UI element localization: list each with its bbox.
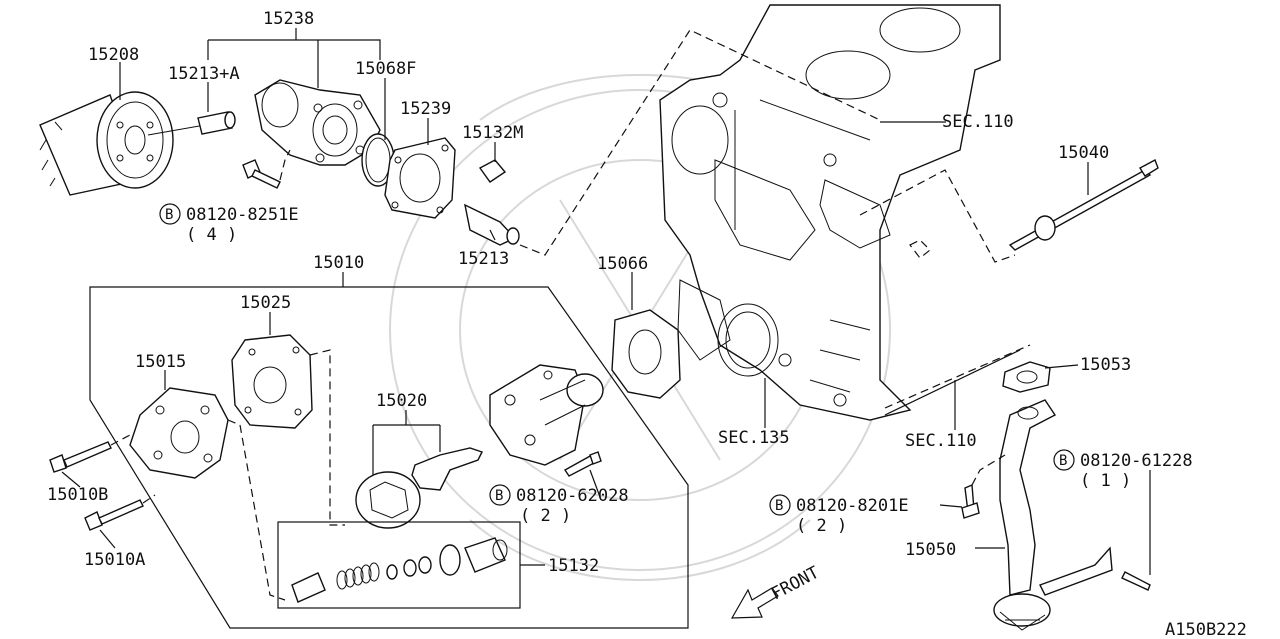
label-15239: 15239: [400, 99, 451, 119]
label-bolt-62028-qty: ( 2 ): [520, 506, 571, 526]
label-15053: 15053: [1080, 355, 1131, 375]
label-15015: 15015: [135, 352, 186, 372]
oil-strainer: [993, 399, 1113, 631]
pump-cover: [129, 387, 229, 479]
label-front: FRONT: [768, 563, 823, 605]
dipstick: [1008, 159, 1159, 251]
label-15068f: 15068F: [355, 59, 416, 79]
oil-filter: [39, 91, 174, 196]
label-bolt-8251e-qty: ( 4 ): [186, 225, 237, 245]
label-15213: 15213: [458, 249, 509, 269]
label-15238: 15238: [263, 9, 314, 29]
pump-gasket: [231, 334, 313, 429]
label-bolt-61228-qty: ( 1 ): [1080, 471, 1131, 491]
bolt-mark: B: [495, 488, 503, 504]
label-15213a: 15213+A: [168, 64, 240, 84]
bolt-mark: B: [775, 498, 783, 514]
gasket-15066: [611, 309, 681, 399]
label-bolt-8201e: 08120-8201E: [796, 496, 909, 516]
bolt-mark: B: [165, 207, 173, 223]
label-15020: 15020: [376, 391, 427, 411]
leader-lines: [61, 28, 1151, 575]
label-15010b: 15010B: [47, 485, 108, 505]
filter-bracket: [254, 79, 381, 166]
label-sec110-top: SEC.110: [942, 112, 1014, 132]
label-15208: 15208: [88, 45, 139, 65]
label-15132m: 15132M: [462, 123, 523, 143]
pump-rotors: [355, 447, 483, 529]
bolt-mark: B: [1059, 453, 1067, 469]
connector-nipple-a: [197, 111, 236, 135]
label-15066: 15066: [597, 254, 648, 274]
label-bolt-8201e-qty: ( 2 ): [796, 516, 847, 536]
label-15010: 15010: [313, 253, 364, 273]
label-bolt-8251e: 08120-8251E: [186, 205, 299, 225]
bolt-symbols: [159, 203, 1075, 516]
bolt-8251e: [242, 159, 281, 189]
label-sec135: SEC.135: [718, 428, 790, 448]
label-15010a: 15010A: [84, 550, 145, 570]
bolt-15010b: [49, 441, 112, 473]
bolt-15010a: [84, 499, 144, 531]
relief-valve-small: [478, 159, 507, 183]
connector-15213: [464, 203, 520, 246]
relief-valve-parts: [291, 537, 508, 603]
gasket-15239: [384, 137, 456, 219]
label-bolt-61228: 08120-61228: [1080, 451, 1193, 471]
label-sec110-bottom: SEC.110: [905, 431, 977, 451]
label-15025: 15025: [240, 293, 291, 313]
diagram-code: A150B222: [1165, 620, 1247, 639]
label-15132: 15132: [548, 556, 599, 576]
label-15050: 15050: [905, 540, 956, 560]
engine-block: [659, 4, 1001, 421]
front-arrow: [730, 587, 779, 619]
gasket-15053: [1002, 361, 1051, 393]
label-bolt-62028: 08120-62028: [516, 486, 629, 506]
oil-pump-group-box: [89, 286, 689, 629]
pump-body: [489, 364, 604, 466]
label-15040: 15040: [1058, 143, 1109, 163]
